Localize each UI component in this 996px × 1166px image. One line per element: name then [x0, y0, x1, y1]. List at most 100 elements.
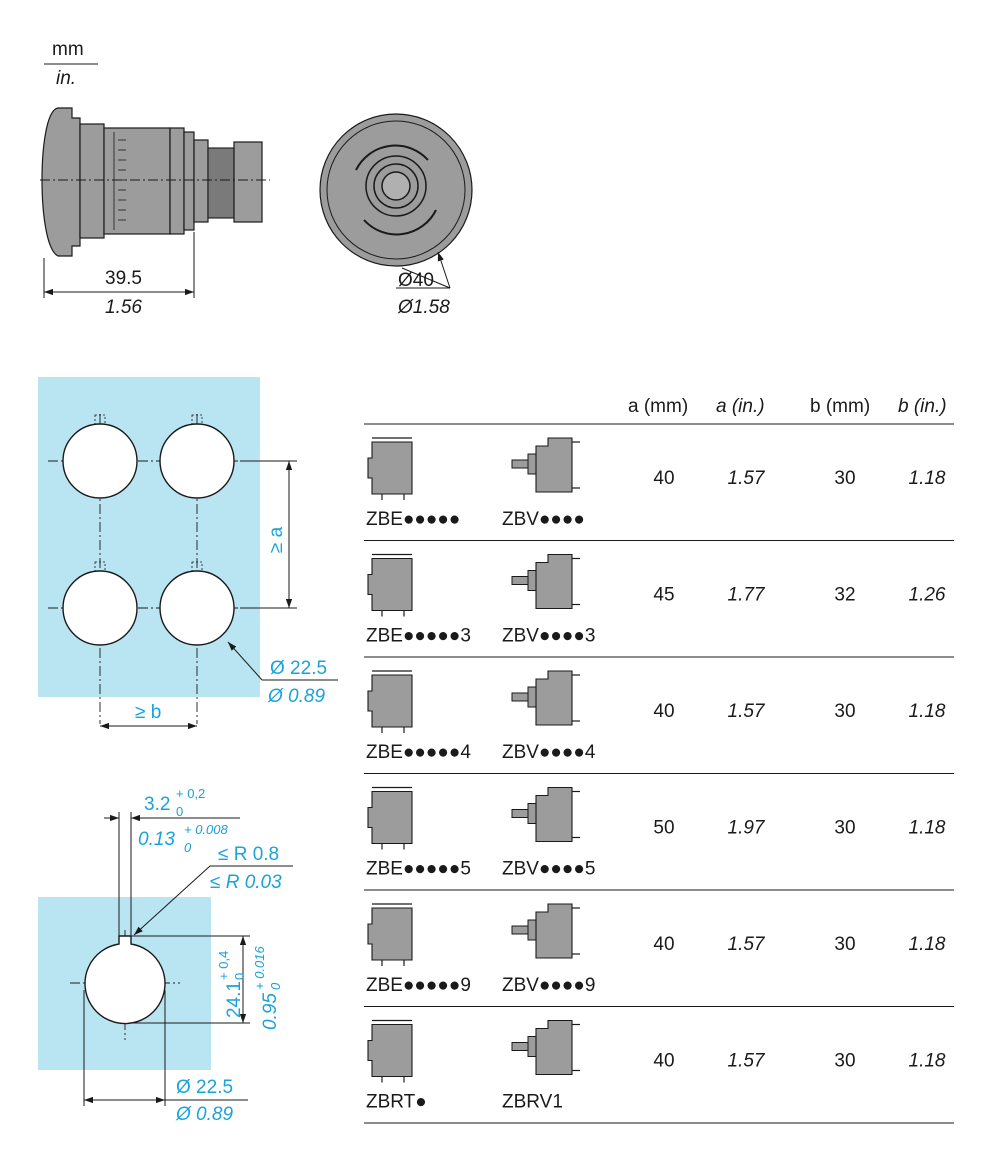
notch-width-in: 0.13: [138, 829, 175, 850]
panel-layout: ≥ a ≥ b Ø 22.5 Ø 0.89: [38, 377, 338, 730]
depth-in-group: 0.95 + 0.016 0: [252, 945, 283, 1030]
mushroom-head: [41, 107, 81, 257]
header-a-in: a (in.): [716, 396, 765, 417]
spacing-b-label: ≥ b: [135, 702, 161, 723]
b-in-cell: 1.18: [909, 701, 946, 722]
contact-block-v-icon: [511, 553, 580, 610]
ref-e-label: ZBRT●: [366, 1092, 427, 1113]
panel-diameter-leader: [227, 641, 263, 681]
a-mm-cell: 45: [653, 585, 674, 606]
head-ring-inner: [381, 171, 411, 201]
ref-e-label: ZBE●●●●●3: [366, 626, 471, 647]
depth-in: 0.95: [260, 993, 281, 1030]
contact-block-v-icon: [511, 1019, 580, 1076]
contact-block-v-icon: [511, 786, 580, 843]
turn-arrow-top: [355, 144, 429, 171]
depth-mm-tol-lower: 0: [232, 973, 247, 980]
radius-mm: ≤ R 0.8: [218, 844, 279, 865]
panel-notch-marks: [94, 414, 203, 572]
length-mm: 39.5: [105, 268, 142, 289]
panel-hole-1: [62, 423, 138, 499]
b-mm-cell: 30: [834, 934, 855, 955]
a-in-cell: 1.57: [728, 934, 766, 955]
contact-block-e-icon: [367, 553, 413, 617]
ref-v-label: ZBV●●●●3: [502, 626, 595, 647]
unit-mm-label: mm: [52, 39, 84, 60]
b-mm-cell: 30: [834, 818, 855, 839]
cutout-diameter-in: Ø 0.89: [175, 1104, 233, 1125]
contact-block-e-icon: [367, 437, 413, 500]
contact-block-v-icon: [511, 437, 580, 493]
ref-v-label: ZBV●●●●9: [502, 975, 595, 996]
panel-hole-diameter-mm: Ø 22.5: [270, 658, 327, 679]
contact-block-v-icon: [511, 670, 580, 726]
contact-block-e-icon: [367, 786, 413, 850]
length-in: 1.56: [105, 297, 142, 318]
diameter-leader: [401, 267, 451, 289]
ref-v-label: ZBV●●●●4: [502, 742, 596, 763]
notch-width-in-tol-lower: 0: [184, 840, 192, 855]
mounting-nut: [169, 127, 185, 235]
units-legend: mm in.: [44, 39, 98, 89]
b-in-cell: 1.18: [909, 1051, 946, 1072]
a-in-cell: 1.77: [728, 585, 766, 606]
b-mm-cell: 30: [834, 1051, 855, 1072]
b-in-cell: 1.18: [909, 818, 946, 839]
radius-in: ≤ R 0.03: [210, 872, 282, 893]
dimension-table: a (mm) a (in.) b (mm) b (in.) ZBE●●●●●ZB…: [364, 396, 954, 1124]
b-in-cell: 1.18: [909, 468, 946, 489]
contact-block-e-icon: [367, 903, 413, 966]
depth-in-tol-upper: + 0.016: [252, 945, 267, 990]
a-mm-cell: 40: [653, 934, 674, 955]
b-mm-cell: 32: [834, 585, 855, 606]
notch-width-mm: 3.2: [144, 794, 170, 815]
header-b-mm: b (mm): [810, 396, 870, 417]
ref-v-label: ZBV●●●●: [502, 509, 585, 530]
depth-mm: 24.1: [224, 981, 245, 1018]
a-in-cell: 1.57: [728, 701, 766, 722]
panel-hole-2: [159, 423, 235, 499]
head-diameter-mm: Ø40: [398, 270, 434, 291]
depth-mm-tol-upper: + 0,4: [216, 951, 231, 980]
radius-leader: [133, 865, 211, 936]
notch-width-in-tol-upper: + 0.008: [184, 822, 229, 837]
a-in-cell: 1.97: [728, 818, 766, 839]
a-mm-cell: 40: [653, 701, 674, 722]
mounting-ring: [183, 131, 195, 231]
a-mm-cell: 50: [653, 818, 674, 839]
ref-v-label: ZBRV1: [502, 1092, 563, 1113]
b-in-cell: 1.18: [909, 934, 946, 955]
head-ring-outer: [365, 155, 427, 217]
notch-width-mm-tol-lower: 0: [176, 804, 183, 819]
contact-block-e-icon: [367, 670, 413, 733]
header-b-in: b (in.): [898, 396, 947, 417]
spacing-a-label: ≥ a: [266, 526, 287, 553]
knurl-ticks: [113, 132, 126, 230]
unit-in-label: in.: [56, 68, 76, 89]
panel-area: [38, 377, 260, 697]
b-mm-cell: 30: [834, 468, 855, 489]
contact-block-e-icon: [367, 1019, 413, 1083]
b-mm-cell: 30: [834, 701, 855, 722]
panel-hole-4: [159, 570, 235, 646]
contact-block-rear: [233, 141, 263, 223]
ref-e-label: ZBE●●●●●5: [366, 859, 471, 880]
a-mm-cell: 40: [653, 1051, 674, 1072]
adapter: [193, 139, 209, 223]
a-in-cell: 1.57: [728, 468, 766, 489]
header-a-mm: a (mm): [628, 396, 688, 417]
head-collar: [79, 123, 105, 239]
ref-e-label: ZBE●●●●●: [366, 509, 460, 530]
head-rim: [326, 120, 466, 260]
a-mm-cell: 40: [653, 468, 674, 489]
depth-mm-group: 24.1 + 0,4 0: [216, 951, 247, 1018]
cutout-diameter-mm: Ø 22.5: [176, 1077, 233, 1098]
notch-width-mm-tol-upper: + 0,2: [176, 786, 205, 801]
depth-in-tol-lower: 0: [268, 982, 283, 990]
